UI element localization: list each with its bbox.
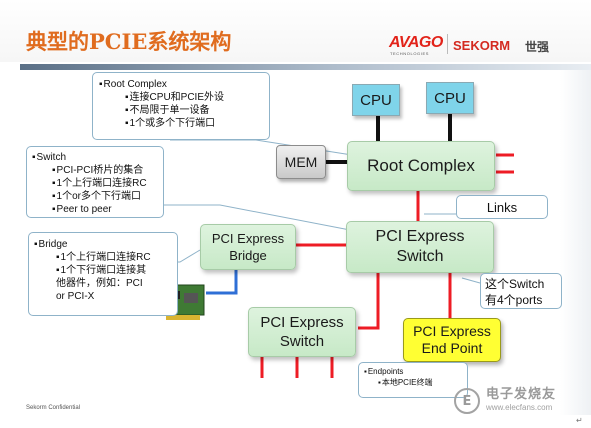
pointer-switch-ports bbox=[461, 277, 481, 284]
mem-box: MEM bbox=[276, 145, 326, 179]
pcie-switch-lower: PCI Express Switch bbox=[248, 307, 356, 357]
cpu-1: CPU bbox=[352, 84, 400, 116]
logo-divider bbox=[447, 34, 448, 54]
callout-bridge-item: 1个上行端口连接RC bbox=[34, 251, 172, 264]
callout-root-complex-item: 连接CPU和PCIE外设 bbox=[99, 91, 263, 104]
callout-switch-item: 1个上行端口连接RC bbox=[32, 177, 158, 190]
avago-logo-subtitle: TECHNOLOGIES bbox=[390, 51, 429, 56]
footer-confidential: Sekorm Confidential bbox=[26, 405, 81, 411]
watermark-main-text: 电子发烧友 bbox=[486, 387, 557, 402]
callout-bridge-item: 1个下行端口连接其他器件，例如：PCI or PCI-X bbox=[34, 264, 152, 303]
callout-endpoints-title: Endpoints bbox=[364, 366, 462, 377]
callout-root-complex-title: Root Complex bbox=[99, 78, 263, 91]
callout-root-complex: Root Complex 连接CPU和PCIE外设 不局限于单一设备 1个或多个… bbox=[92, 72, 270, 140]
link-switch-lower-switch bbox=[358, 272, 380, 330]
pcie-endpoint: PCI Express End Point bbox=[403, 318, 501, 362]
endpoint-line1: PCI Express bbox=[413, 323, 491, 339]
watermark-logo-icon: E bbox=[454, 388, 480, 414]
slide-title: 典型的PCIE系统架构 bbox=[26, 29, 232, 54]
link-bridge-device bbox=[206, 270, 238, 295]
pcie-switch-main: PCI Express Switch bbox=[346, 221, 494, 273]
callout-switch-item: Peer to peer bbox=[32, 203, 158, 216]
sekorm-logo-cn: 世强 bbox=[525, 40, 550, 54]
switch-main-line1: PCI Express bbox=[375, 228, 465, 245]
switch-lower-line2: Switch bbox=[279, 333, 325, 350]
watermark-url: www.elecfans.com bbox=[486, 403, 553, 412]
callout-switch-ports: 这个Switch 有4个ports bbox=[480, 273, 562, 309]
paragraph-return-icon: ↵ bbox=[576, 416, 583, 425]
watermark: E 电子发烧友 www.elecfans.com bbox=[454, 384, 574, 418]
callout-root-complex-item: 不局限于单一设备 bbox=[99, 104, 263, 117]
right-decoration bbox=[560, 70, 591, 415]
pointer-switch bbox=[148, 204, 351, 231]
callout-bridge-title: Bridge bbox=[34, 238, 172, 251]
callout-endpoints: Endpoints 本地PCIE终端 bbox=[358, 362, 468, 398]
avago-logo: AVAGO bbox=[389, 34, 443, 51]
callout-links: Links bbox=[456, 195, 548, 219]
callout-switch: Switch PCI-PCI桥片的集合 1个上行端口连接RC 1个or多个下行端… bbox=[26, 146, 164, 218]
slide-header bbox=[0, 0, 591, 62]
header-rule bbox=[20, 64, 591, 70]
switch-ports-line1: 这个Switch bbox=[485, 277, 545, 291]
callout-switch-item: PCI-PCI桥片的集合 bbox=[32, 164, 158, 177]
endpoint-line2: End Point bbox=[421, 340, 483, 356]
callout-bridge: Bridge 1个上行端口连接RC 1个下行端口连接其他器件，例如：PCI or… bbox=[28, 232, 178, 316]
cpu-2: CPU bbox=[426, 82, 474, 114]
switch-main-line2: Switch bbox=[396, 248, 444, 265]
bridge-line2: Bridge bbox=[229, 248, 267, 263]
switch-lower-line1: PCI Express bbox=[260, 314, 344, 331]
sekorm-logo: SEKORM bbox=[453, 38, 511, 53]
callout-switch-item: 1个or多个下行端口 bbox=[32, 190, 158, 203]
callout-root-complex-item: 1个或多个下行端口 bbox=[99, 117, 263, 130]
callout-switch-title: Switch bbox=[32, 151, 158, 164]
links bbox=[206, 112, 514, 378]
switch-ports-line2: 有4个ports bbox=[485, 293, 543, 307]
callout-endpoints-item: 本地PCIE终端 bbox=[364, 377, 462, 388]
root-complex-box: Root Complex bbox=[347, 141, 495, 191]
pcie-bridge: PCI Express Bridge bbox=[200, 224, 296, 270]
bridge-line1: PCI Express bbox=[211, 231, 285, 246]
